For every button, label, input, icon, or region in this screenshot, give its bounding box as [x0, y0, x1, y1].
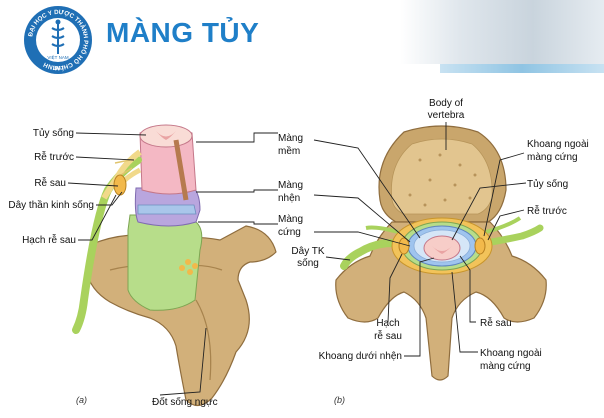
logo-year-text: 1947 — [52, 66, 63, 72]
label-mang-cung-line2: cứng — [278, 227, 301, 238]
vertebral-arch-b — [335, 221, 547, 381]
cord-cross-section-a — [139, 124, 193, 148]
university-logo: ĐẠI HỌC Y DƯỢC THÀNH PHỐ HỒ CHÍ MINH VIỆ… — [24, 6, 92, 74]
label-hach-re-sau-a: Hạch rễ sau — [22, 233, 76, 246]
label-day-than-kinh-song: Dây thần kinh sống — [8, 199, 94, 211]
spinal-nerve-right-b — [476, 224, 544, 248]
label-tuy-song-a: Tủy sống — [33, 127, 74, 139]
illustration-b — [335, 125, 547, 381]
spinal-cord-b — [423, 235, 461, 261]
labels-left: Tủy sống Rễ trước Rễ sau Dây thần kinh s… — [8, 127, 217, 408]
page-title: MÀNG TỦY — [106, 17, 260, 48]
label-mang-cung-line1: Màng — [278, 214, 303, 225]
header-stripe — [440, 64, 604, 73]
labels-middle: Màng mềm Màng nhện Màng cứng — [278, 133, 303, 238]
dura-mater-a — [127, 214, 203, 311]
leader-lines — [67, 122, 527, 396]
header: ĐẠI HỌC Y DƯỢC THÀNH PHỐ HỒ CHÍ MINH VIỆ… — [0, 0, 604, 82]
label-day-tk-song-line1: Dây TK — [291, 246, 324, 257]
panel-tag-a: (a) — [76, 395, 87, 405]
spinal-nerve-left-b — [340, 239, 408, 270]
label-mang-nhen-line2: nhện — [278, 193, 300, 204]
label-khoang-ngoai-bottom-line1: Khoang ngoài — [480, 348, 542, 359]
dorsal-root-ganglion-a — [113, 174, 127, 196]
header-banner-image — [400, 0, 604, 64]
label-hach-re-sau-b-line2: rễ sau — [374, 329, 402, 342]
label-re-truoc-b: Rễ trước — [527, 204, 567, 217]
label-hach-re-sau-b-line1: Hạch — [376, 318, 399, 329]
label-day-tk-song-line2: sống — [297, 257, 319, 269]
label-khoang-ngoai-top-line2: màng cứng — [527, 152, 578, 163]
label-re-sau-b: Rễ sau — [480, 316, 512, 329]
label-re-truoc-a: Rễ trước — [34, 150, 74, 163]
label-mang-mem-line2: mềm — [278, 145, 300, 157]
label-mang-mem-line1: Màng — [278, 133, 303, 144]
logo-country-text: VIỆT NAM — [47, 53, 68, 60]
label-tuy-song-b: Tủy sống — [527, 178, 568, 190]
labels-right: Body of vertebra Khoang ngoài màng cứng … — [291, 98, 588, 405]
label-re-sau-a: Rễ sau — [34, 176, 66, 189]
label-body-of-vertebra-line2: vertebra — [428, 110, 465, 121]
panel-tag-b: (b) — [334, 395, 345, 405]
label-body-of-vertebra-line1: Body of — [429, 98, 463, 109]
label-khoang-duoi-nhen: Khoang dưới nhện — [319, 351, 402, 362]
label-dot-song-nguc: Đốt sống ngực — [152, 396, 218, 408]
label-mang-nhen-line1: Màng — [278, 180, 303, 191]
label-khoang-ngoai-bottom-line2: màng cứng — [480, 361, 531, 372]
label-khoang-ngoai-top-line1: Khoang ngoài — [527, 139, 589, 150]
illustration-a — [72, 124, 277, 407]
